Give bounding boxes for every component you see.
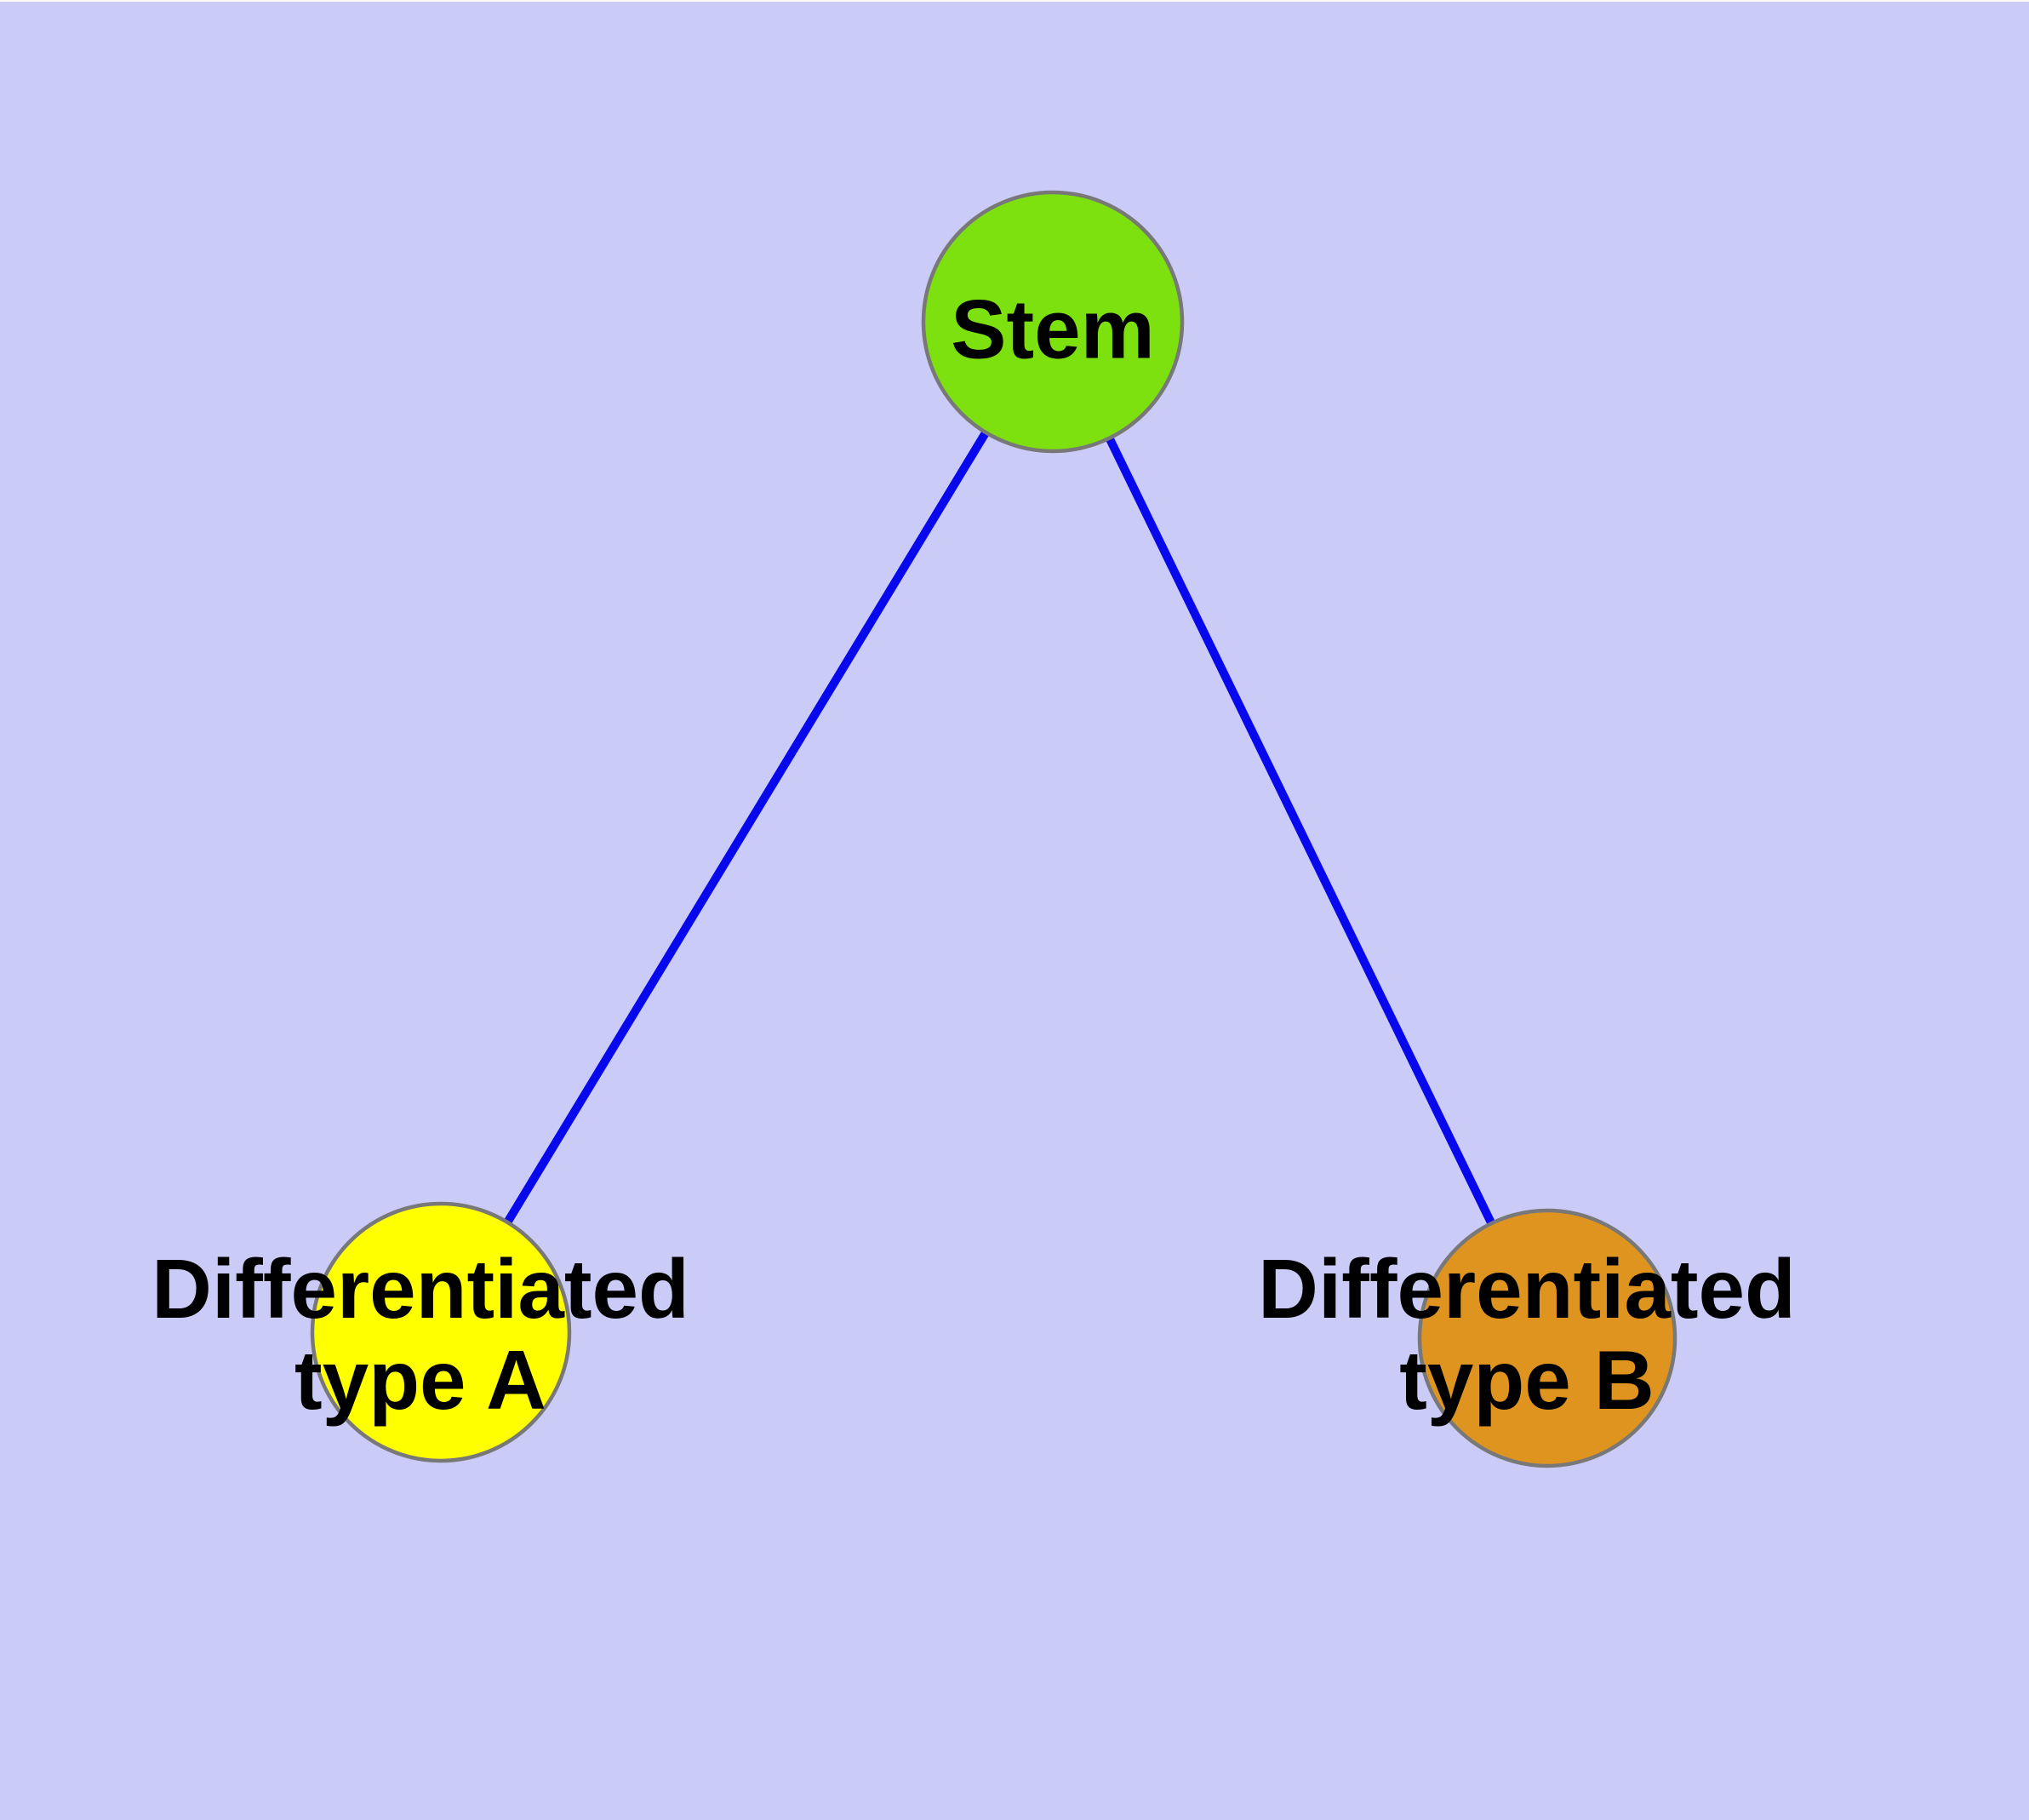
node-stem-circle[interactable] [921, 190, 1185, 454]
node-differentiated-type-a-label-line1: Differentiated [151, 1242, 689, 1336]
node-differentiated-type-b-label-line2: type B [1399, 1333, 1655, 1427]
edge-stem-to-typeA [437, 319, 1057, 1335]
node-stem-label: Stem [951, 282, 1155, 376]
node-differentiated-type-a-circle[interactable] [310, 1201, 572, 1463]
node-differentiated-type-b-circle[interactable] [1417, 1208, 1677, 1468]
node-differentiated-type-b-label-line1: Differentiated [1258, 1242, 1796, 1336]
window-top-edge [0, 0, 2029, 2]
node-differentiated-type-a-label: Differentiated type A [151, 1244, 689, 1426]
node-differentiated-type-b-label: Differentiated type B [1258, 1244, 1796, 1426]
node-differentiated-type-a-label-line2: type A [294, 1333, 546, 1427]
edge-stem-to-typeB [1049, 319, 1552, 1341]
